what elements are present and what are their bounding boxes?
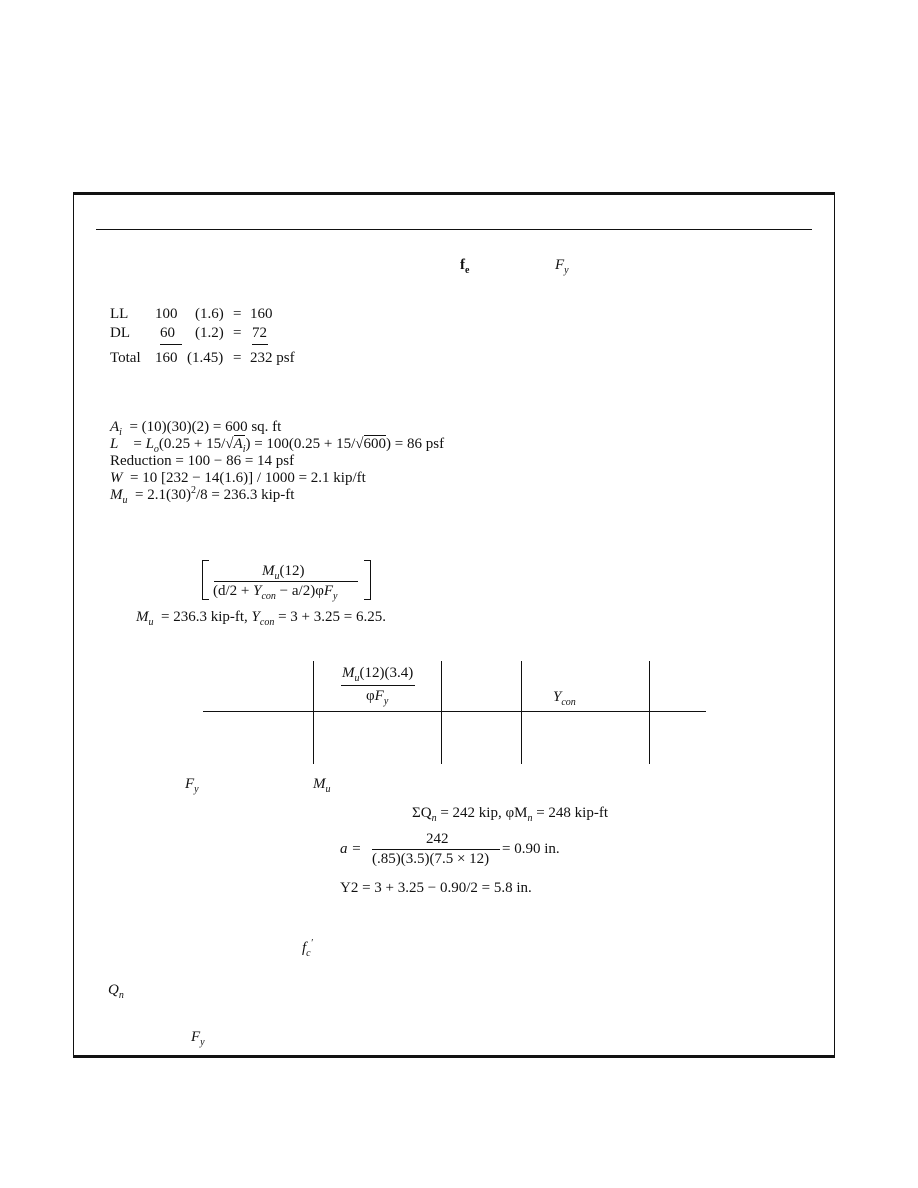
table-divider [649, 661, 650, 764]
table-divider [521, 661, 522, 764]
table-divider [441, 661, 442, 764]
load-factor: (1.2) [195, 325, 224, 341]
a-denominator: (.85)(3.5)(7.5 × 12) [372, 851, 490, 867]
qn-label: Qn [108, 982, 124, 1001]
mu-line: Mu = 2.1(30)2/8 = 236.3 kip-ft [110, 485, 295, 506]
load-equals: = [233, 306, 242, 322]
ai-line: Ai = (10)(30)(2) = 600 sq. ft [110, 419, 282, 438]
a-equals: a = [340, 841, 362, 857]
col4-header: Ycon [553, 689, 576, 708]
fy-label: Fy [185, 776, 199, 795]
col2-fraction-bar [341, 685, 415, 686]
fy-label-2: Fy [191, 1029, 205, 1048]
formula-denominator: (d/2 + Ycon − a/2)φFy [213, 583, 338, 602]
load-value: 160 [155, 350, 178, 366]
table-divider [313, 661, 314, 764]
formula-numerator: Mu(12) [262, 563, 305, 582]
left-bracket [202, 560, 209, 600]
y2-line: Y2 = 3 + 3.25 − 0.90/2 = 5.8 in. [340, 880, 532, 896]
table-header-rule [203, 711, 706, 712]
mu-label: Mu [313, 776, 331, 795]
qn-line: ΣQn = 242 kip, φMn = 248 kip-ft [412, 805, 608, 824]
fy-symbol: Fy [555, 257, 569, 276]
right-bracket [364, 560, 371, 600]
col2-header-num: Mu(12)(3.4) [342, 665, 414, 684]
col2-header-den: φFy [366, 688, 389, 707]
w-line: W = 10 [232 − 14(1.6)] / 1000 = 2.1 kip/… [110, 470, 366, 486]
header-rule [96, 229, 812, 230]
fc-label: fc′ [302, 938, 313, 959]
a-result: = 0.90 in. [502, 841, 560, 857]
load-value: 100 [155, 306, 178, 322]
load-result: 160 [250, 306, 273, 322]
load-result: 72 [252, 325, 268, 345]
mu-ycon-line: Mu = 236.3 kip-ft, Ycon = 3 + 3.25 = 6.2… [136, 609, 386, 628]
load-factor: (1.45) [187, 350, 224, 366]
load-name: DL [110, 325, 130, 341]
content-frame [73, 192, 835, 1058]
load-name: Total [110, 350, 141, 366]
load-value: 60 [160, 325, 182, 345]
fraction-bar [214, 581, 358, 582]
load-factor: (1.6) [195, 306, 224, 322]
load-result: 232 psf [250, 350, 295, 366]
load-equals: = [233, 350, 242, 366]
fe-symbol: fe [460, 257, 470, 276]
load-equals: = [233, 325, 242, 341]
reduction-line: Reduction = 100 − 86 = 14 psf [110, 453, 295, 469]
a-numerator: 242 [426, 831, 449, 847]
load-name: LL [110, 306, 129, 322]
a-fraction-bar [372, 849, 500, 850]
l-line: L = Lo(0.25 + 15/√Ai) = 100(0.25 + 15/√6… [110, 435, 445, 455]
